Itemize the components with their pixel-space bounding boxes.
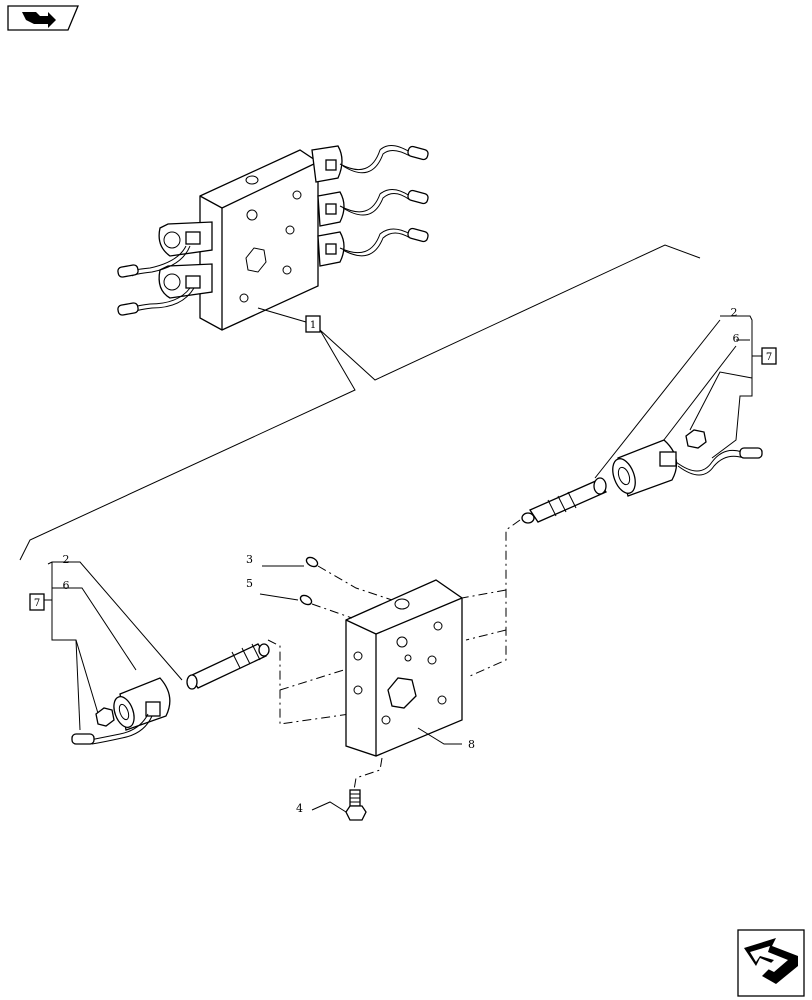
item-4-label: 4 — [296, 802, 303, 815]
valve-block-8: 8 — [345, 579, 475, 757]
solenoid-group-left: 7 2 6 — [29, 553, 351, 745]
fitting-4: 4 — [296, 757, 383, 821]
next-page-icon[interactable] — [737, 929, 805, 997]
item-8-label: 8 — [468, 738, 475, 751]
o-ring-5: 5 — [246, 577, 353, 619]
previous-page-icon[interactable] — [7, 5, 79, 31]
right-label-2: 2 — [731, 306, 738, 319]
item-5-label: 5 — [246, 577, 253, 590]
left-label-2: 2 — [63, 553, 70, 566]
left-label-6: 6 — [63, 579, 70, 592]
valve-assembly-top — [117, 145, 429, 331]
callout-1-label: 1 — [310, 320, 316, 331]
solenoid-group-right: 7 2 6 — [461, 306, 777, 677]
o-ring-3: 3 — [246, 553, 393, 601]
right-label-6: 6 — [733, 332, 740, 345]
right-callout-7-label: 7 — [766, 352, 772, 363]
item-3-label: 3 — [246, 553, 253, 566]
left-callout-7-label: 7 — [34, 598, 40, 609]
callout-1: 1 — [19, 244, 701, 561]
